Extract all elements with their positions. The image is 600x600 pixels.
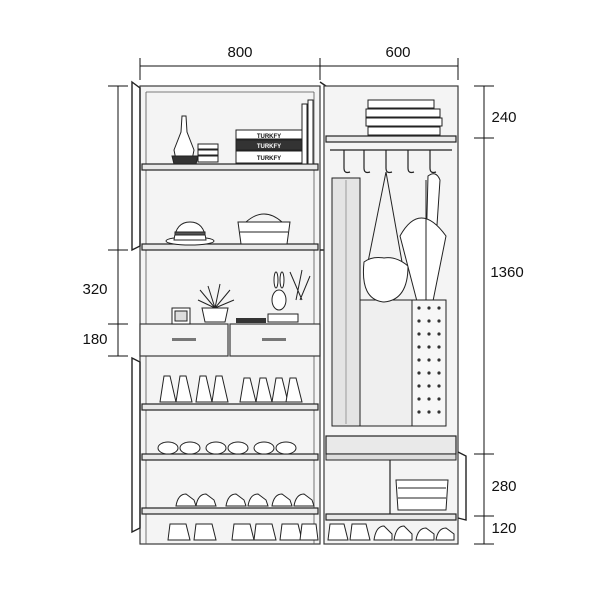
boots-icon (167, 523, 319, 541)
plant-icon (197, 283, 235, 323)
photo-frame-icon (171, 307, 191, 325)
peg-hole (417, 332, 421, 336)
dim-height-mid-right: 1360 (490, 264, 523, 281)
peg-hole (437, 384, 441, 388)
dimension-lines (108, 58, 494, 545)
book-spine-label: TURKFY (257, 134, 281, 140)
peg-hole (427, 371, 431, 375)
dim-height-base-right: 120 (491, 520, 516, 537)
peg-hole (417, 319, 421, 323)
left-cabinet: TURKFY TURKFY TURKFY (131, 80, 327, 545)
peg-hole (417, 384, 421, 388)
peg-hole (417, 371, 421, 375)
peg-hole (437, 397, 441, 401)
peg-hole (427, 397, 431, 401)
peg-hole (437, 306, 441, 310)
basket-icon (237, 213, 291, 245)
storage-basket-icon (395, 479, 449, 511)
peg-hole (427, 332, 431, 336)
bench-seat (325, 435, 457, 516)
peg-hole (427, 306, 431, 310)
flat-shoes-icon (157, 441, 297, 455)
peg-hole (437, 358, 441, 362)
peg-hole (427, 345, 431, 349)
peg-hole (437, 319, 441, 323)
coat-hooks-icon (330, 149, 452, 174)
peg-hole (417, 345, 421, 349)
peg-hole (437, 371, 441, 375)
vase-icon (171, 115, 219, 165)
book-spine-label: TURKFY (257, 144, 281, 150)
peg-hole (437, 345, 441, 349)
hat-icon (165, 221, 215, 246)
pegboard-dots (417, 306, 441, 414)
sneakers-icon (175, 493, 315, 507)
dim-height-drawer-left: 180 (82, 331, 107, 348)
books-stack-icon (235, 99, 314, 165)
book-spine-label: TURKFY (257, 156, 281, 162)
peg-hole (437, 410, 441, 414)
peg-hole (427, 410, 431, 414)
right-cabinet (323, 85, 467, 545)
folded-clothes-icon (365, 99, 443, 136)
peg-hole (417, 306, 421, 310)
left-drawers (139, 323, 321, 357)
pegboard-panel (411, 299, 447, 427)
dim-height-top-right: 240 (491, 109, 516, 126)
peg-hole (427, 358, 431, 362)
peg-hole (417, 397, 421, 401)
dim-height-bench-right: 280 (491, 478, 516, 495)
dim-height-open-left: 320 (82, 281, 107, 298)
dim-width-right: 600 (385, 44, 410, 61)
bunny-figure-icon (267, 269, 311, 323)
small-items-icon (236, 318, 266, 323)
left-shelves (141, 163, 319, 515)
high-heel-shoes-icon (159, 375, 303, 403)
peg-hole (417, 410, 421, 414)
peg-hole (437, 332, 441, 336)
peg-hole (417, 358, 421, 362)
dim-width-left: 800 (227, 44, 252, 61)
bottom-shoes-icon (327, 523, 455, 541)
peg-hole (427, 319, 431, 323)
peg-hole (427, 384, 431, 388)
